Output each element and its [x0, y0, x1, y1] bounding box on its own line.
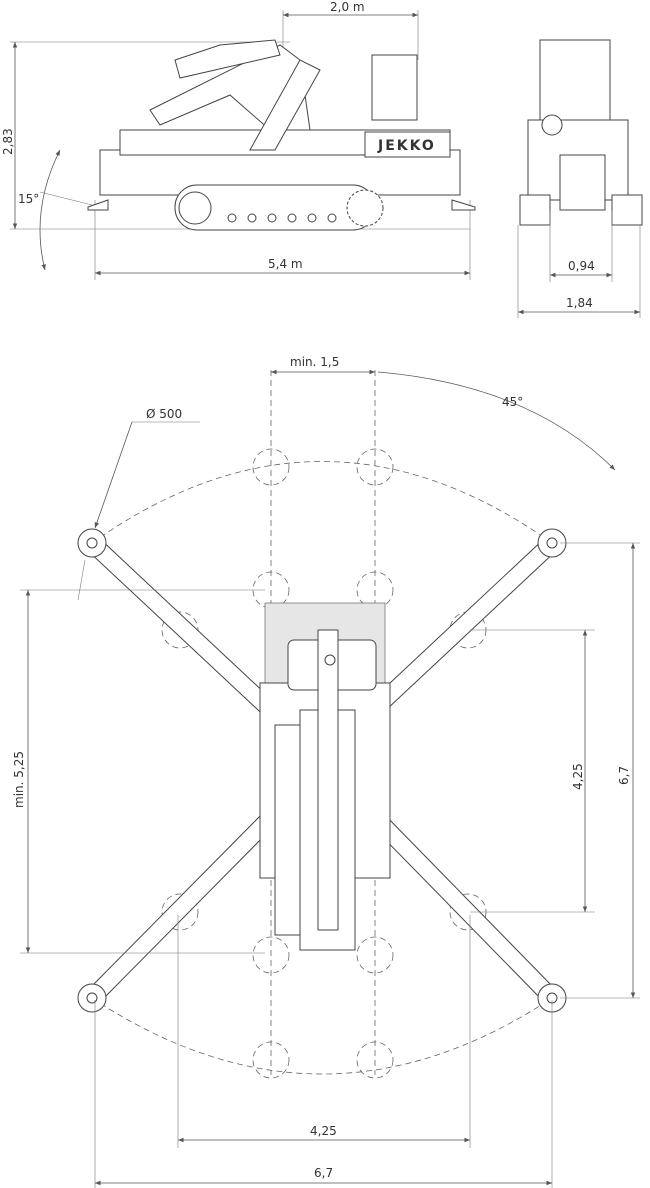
outrigger-arc-bottom	[91, 997, 553, 1075]
angle-arc	[377, 371, 616, 471]
pad-diameter-label: Ø 500	[146, 407, 182, 421]
height-label: 2,83	[1, 128, 15, 155]
slope-angle-arc	[39, 149, 61, 271]
inner-height-label: 4,25	[571, 763, 585, 790]
inner-width-label: 4,25	[310, 1124, 337, 1138]
outrigger-arc-top	[91, 461, 553, 544]
outrigger-pads	[77, 528, 567, 1013]
length-label: 5,4 m	[268, 257, 303, 271]
min-gap-label: min. 1,5	[290, 355, 339, 369]
side-view: 2,0 m 2,83 15° 5,4 m JEKKO	[1, 0, 476, 280]
crane-side-body: JEKKO	[87, 39, 476, 231]
front-view: 0,94 1,84	[517, 39, 643, 318]
crane-front-body	[519, 39, 643, 226]
track-gap-label: 0,94	[568, 259, 595, 273]
outer-height-label: 6,7	[617, 766, 631, 785]
angle-label: 45°	[502, 395, 523, 409]
top-view: min. 1,5 45° Ø 500	[12, 355, 640, 1188]
slope-angle-label: 15°	[18, 192, 39, 206]
outer-width-label: 6,7	[314, 1166, 333, 1180]
crane-top-body	[259, 602, 391, 951]
outrigger-arms	[85, 536, 559, 1005]
arm-spacing-label: 2,0 m	[330, 0, 365, 14]
pad-diameter-leader	[94, 421, 133, 529]
jekko-logo: JEKKO	[377, 138, 436, 154]
width-label: 1,84	[566, 296, 593, 310]
min-length-label: min. 5,25	[12, 751, 26, 808]
